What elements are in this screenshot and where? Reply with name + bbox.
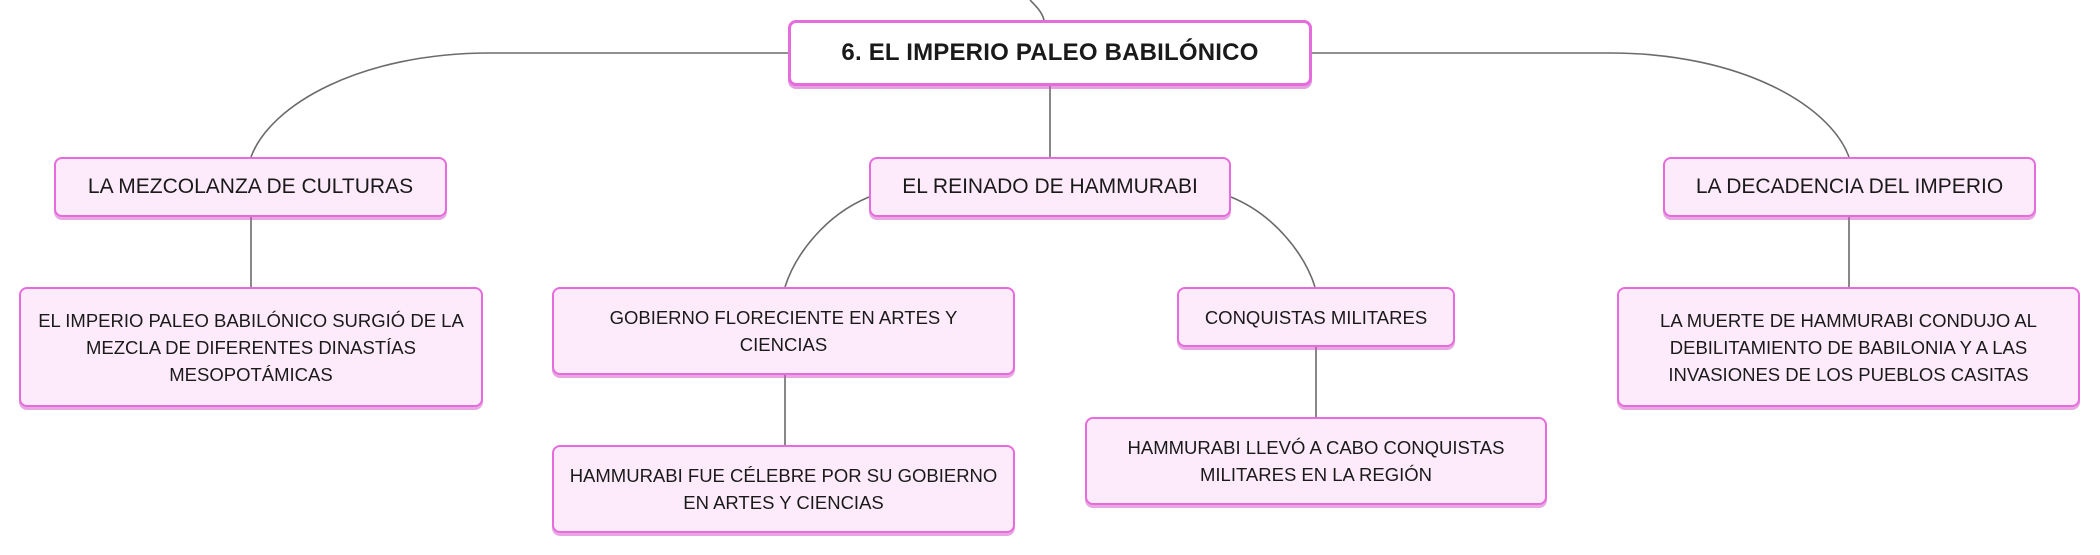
detail-node-conquests[interactable]: HAMMURABI LLEVÓ A CABO CONQUISTAS MILITA…	[1085, 417, 1547, 505]
branch-label-hammurabi: EL REINADO DE HAMMURABI	[902, 175, 1198, 198]
connector-root-to-right-branch	[1312, 52, 1850, 158]
detail-node-arts[interactable]: HAMMURABI FUE CÉLEBRE POR SU GOBIERNO EN…	[552, 445, 1015, 533]
detail-text-arts: HAMMURABI FUE CÉLEBRE POR SU GOBIERNO EN…	[569, 465, 998, 513]
detail-text-mezcolanza: EL IMPERIO PALEO BABILÓNICO SURGIÓ DE LA…	[38, 309, 464, 385]
root-topic-node[interactable]: 6. EL IMPERIO PALEO BABILÓNICO	[788, 20, 1312, 86]
subtopic-node-conquests[interactable]: CONQUISTAS MILITARES	[1177, 287, 1455, 347]
branch-node-decadencia[interactable]: LA DECADENCIA DEL IMPERIO	[1663, 157, 2036, 217]
subtopic-label-arts: GOBIERNO FLORECIENTE EN ARTES Y CIENCIAS	[609, 307, 958, 355]
detail-text-conquests: HAMMURABI LLEVÓ A CABO CONQUISTAS MILITA…	[1127, 437, 1505, 485]
connector-center-to-arts	[784, 196, 870, 288]
connector-top-stub	[1029, 0, 1045, 21]
detail-node-mezcolanza[interactable]: EL IMPERIO PALEO BABILÓNICO SURGIÓ DE LA…	[19, 287, 483, 407]
branch-node-hammurabi[interactable]: EL REINADO DE HAMMURABI	[869, 157, 1231, 217]
branch-label-mezcolanza: LA MEZCOLANZA DE CULTURAS	[87, 175, 414, 198]
connector-root-to-left-branch	[250, 52, 788, 158]
detail-node-decadencia[interactable]: LA MUERTE DE HAMMURABI CONDUJO AL DEBILI…	[1617, 287, 2080, 407]
connector-center-to-conquests	[1230, 196, 1316, 288]
detail-text-decadencia: LA MUERTE DE HAMMURABI CONDUJO AL DEBILI…	[1660, 309, 2037, 385]
branch-label-decadencia: LA DECADENCIA DEL IMPERIO	[1695, 175, 2004, 198]
subtopic-node-arts[interactable]: GOBIERNO FLORECIENTE EN ARTES Y CIENCIAS	[552, 287, 1015, 375]
root-topic-label: 6. EL IMPERIO PALEO BABILÓNICO	[841, 39, 1259, 66]
subtopic-label-conquests: CONQUISTAS MILITARES	[1204, 306, 1428, 328]
branch-node-mezcolanza[interactable]: LA MEZCOLANZA DE CULTURAS	[54, 157, 447, 217]
